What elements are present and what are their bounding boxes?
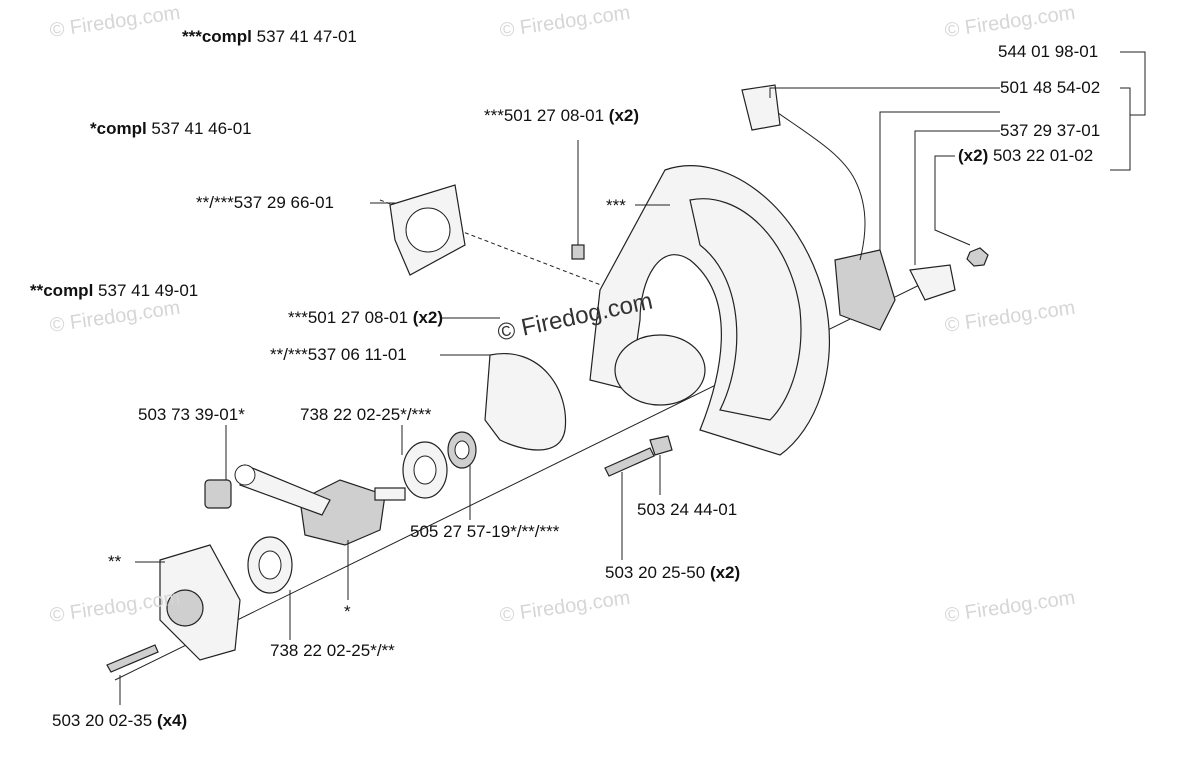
label-537293701: 537 29 37-01 <box>1000 121 1101 140</box>
label-503244401: 503 24 44-01 <box>637 500 738 519</box>
label-compl-537414701: ***compl 537 41 47-01 <box>182 27 357 46</box>
stud-sleeve <box>649 435 673 456</box>
leader-coil <box>879 111 1000 250</box>
ignition-coil <box>834 249 896 331</box>
label-compl-537414901: **compl 537 41 49-01 <box>30 281 199 300</box>
label-501270801-top: ***501 27 08-01 (x2) <box>484 106 640 125</box>
label-738220225-bottom: 738 22 02-25*/** <box>270 641 395 660</box>
label-503202550: 503 20 25-50 (x2) <box>605 563 741 582</box>
gasket-guide-line <box>379 199 641 301</box>
label-cover-stars: ** <box>108 552 122 571</box>
label-537061101: **/***537 06 11-01 <box>270 345 407 364</box>
leader-537-29 <box>914 130 1000 265</box>
label-537296601: **/***537 29 66-01 <box>196 193 335 212</box>
crankshaft <box>299 479 386 546</box>
label-544019801: 544 01 98-01 <box>998 42 1099 61</box>
label-crankshaft-star: * <box>344 602 351 621</box>
leader-544 <box>1120 51 1146 116</box>
crankcase-gasket <box>484 353 567 451</box>
label-compl-537414601: *compl 537 41 46-01 <box>90 119 252 138</box>
label-503733901: 503 73 39-01* <box>138 405 245 424</box>
leader-bracket-group <box>1110 87 1131 171</box>
crankshaft-journal <box>374 487 406 501</box>
leader-501-48 <box>769 87 1000 98</box>
oil-seal-bore <box>454 440 470 460</box>
coil-bracket <box>909 264 956 301</box>
main-bearing-lower-bore <box>258 550 282 580</box>
label-505275719: 505 27 57-19*/**/*** <box>410 522 560 541</box>
cover-bolt <box>106 644 159 673</box>
crankcase-bearing-boss <box>614 334 706 406</box>
ignition-lead <box>759 99 866 261</box>
main-bearing-upper-bore <box>413 455 437 485</box>
label-501485402: 501 48 54-02 <box>1000 78 1101 97</box>
conrod-small-end <box>234 464 256 486</box>
label-501270801-mid: ***501 27 08-01 (x2) <box>288 308 444 327</box>
needle-bearing <box>204 479 232 509</box>
label-738220225-top: 738 22 02-25*/*** <box>300 405 432 424</box>
leader-503-22 <box>934 155 971 246</box>
label-crankcase-stars: *** <box>606 196 626 215</box>
flywheel-shroud-inner <box>689 198 802 421</box>
bolt-long <box>604 447 655 477</box>
label-503220102: (x2) 503 22 01-02 <box>958 146 1094 165</box>
hex-nut <box>966 247 989 267</box>
cover-boss <box>166 589 204 627</box>
label-503200235: 503 20 02-35 (x4) <box>52 711 188 730</box>
dowel-pin <box>571 244 585 260</box>
gasket-bore <box>405 207 451 253</box>
spark-plug-cap <box>741 84 781 131</box>
